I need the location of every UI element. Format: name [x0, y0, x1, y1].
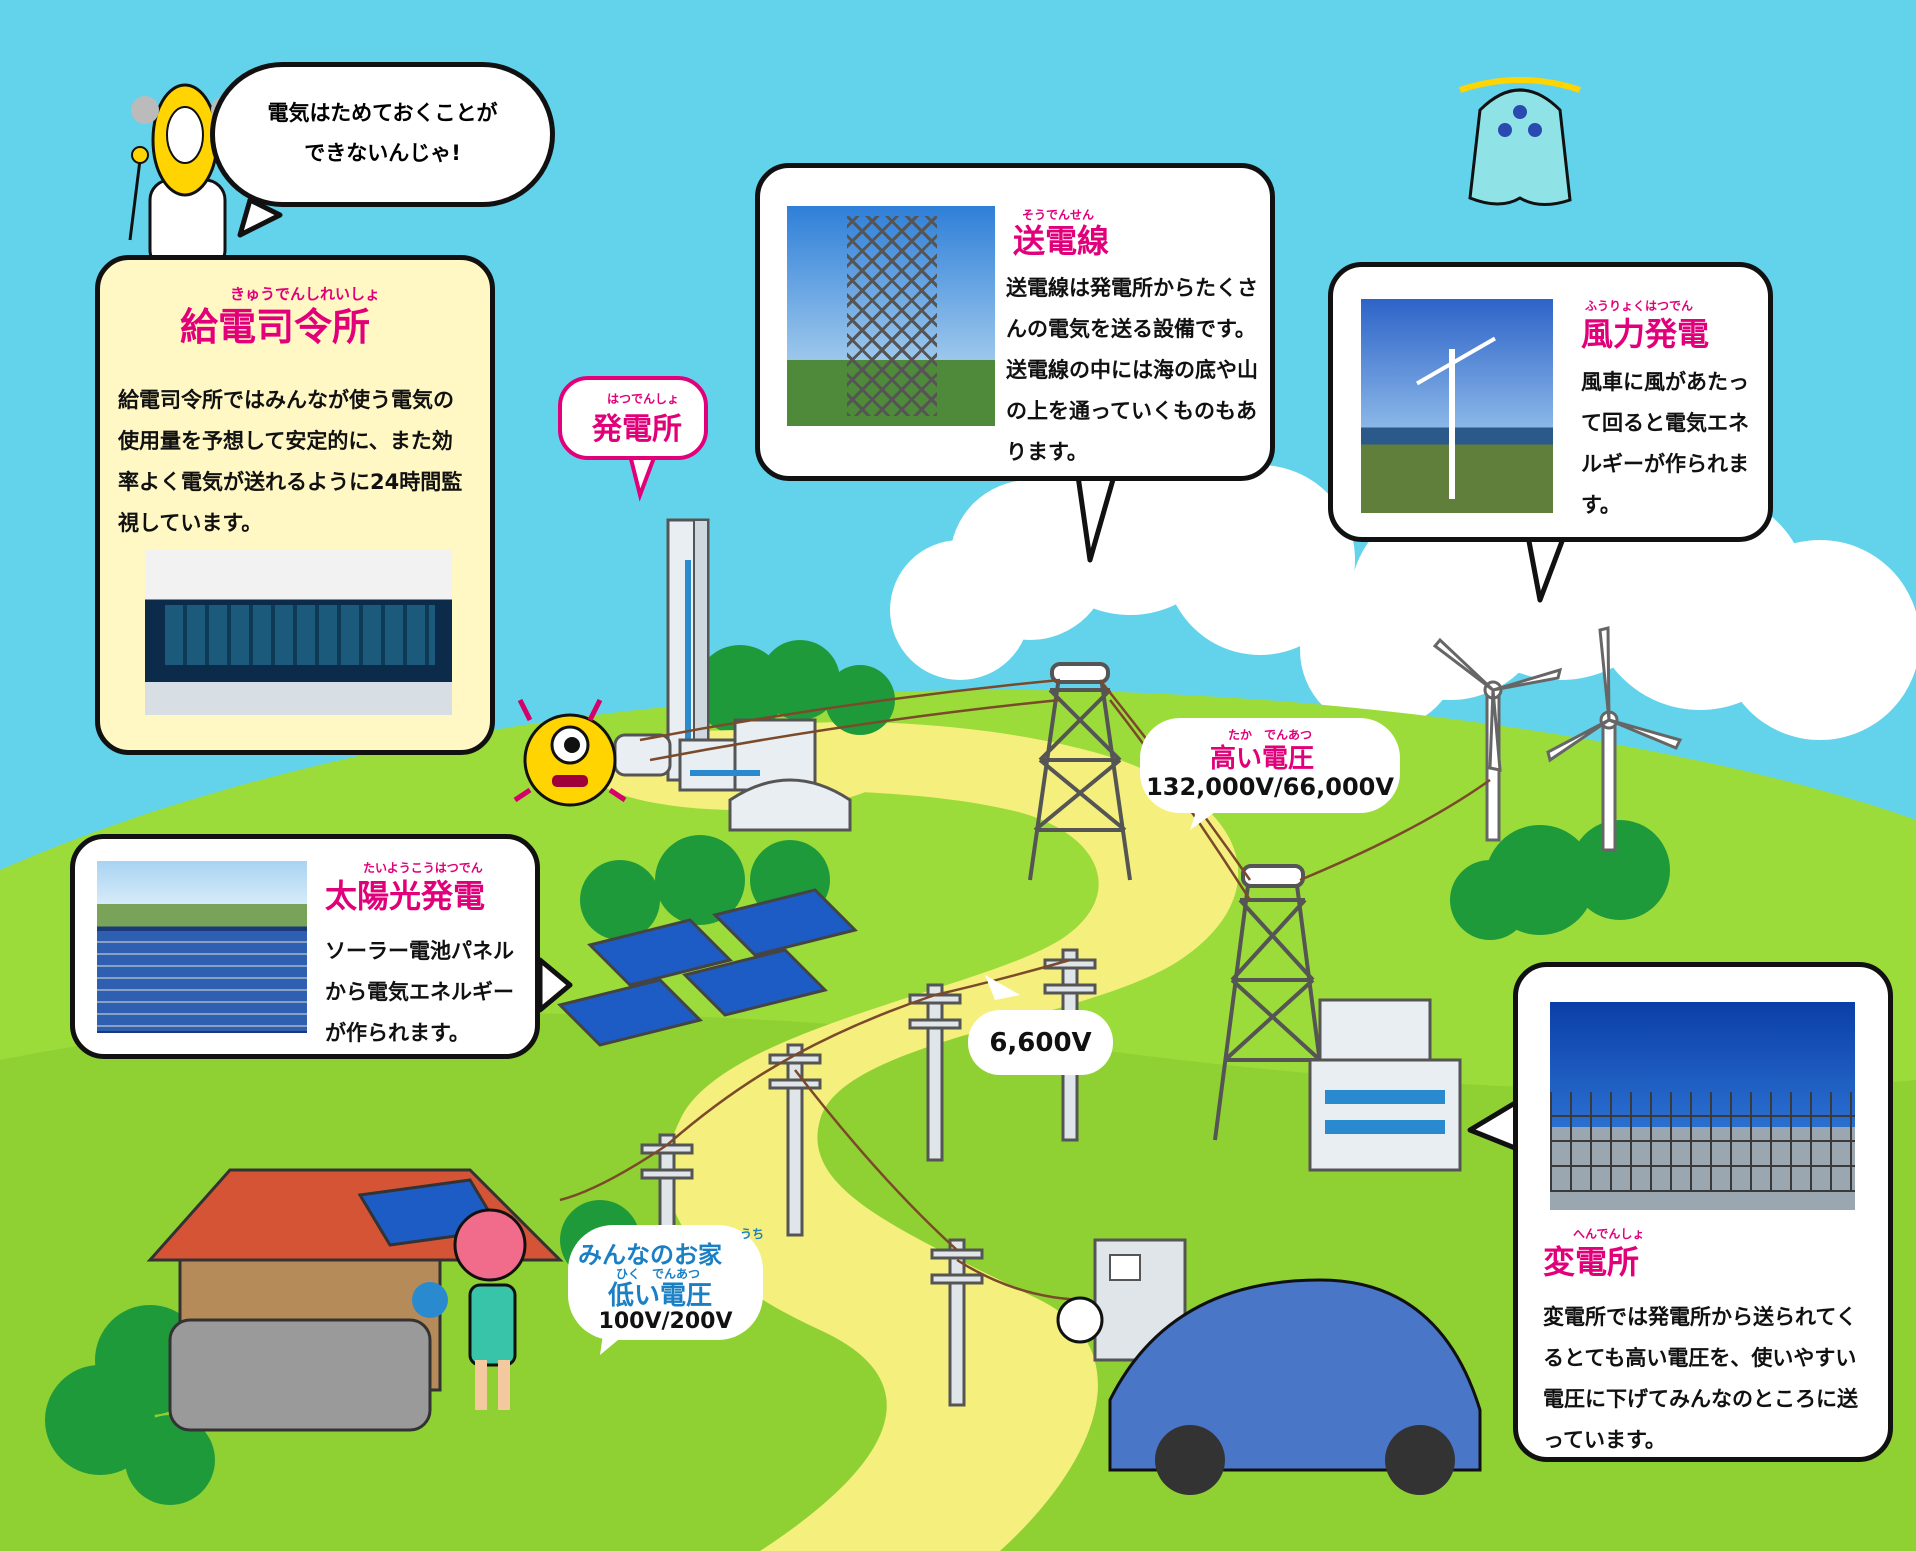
- substation-building: [1308, 998, 1462, 1172]
- furyoku-ruby: ふうりょくはつでん: [1585, 299, 1694, 313]
- soudensen-title: 送電線: [1013, 222, 1110, 260]
- kyuden-box: きゅうでんしれいしょ 給電司令所 給電司令所ではみんなが使う電気の使用量を予想し…: [95, 255, 495, 755]
- hatsudensho-label: はつでんしょ 発電所: [558, 376, 708, 460]
- hendensho-title: 変電所: [1543, 1243, 1640, 1281]
- taiyoko-box: たいようこうはつでん 太陽光発電 ソーラー電池パネルから電気エネルギーが作られま…: [70, 834, 540, 1059]
- hatsudensho-title: 発電所: [592, 412, 682, 447]
- control-room-photo: [145, 550, 452, 715]
- turbine-blade: [1416, 336, 1496, 386]
- power-plant: [590, 518, 890, 832]
- taiyoko-body: ソーラー電池パネルから電気エネルギーが作られます。: [325, 939, 514, 1045]
- speech-bubble: 電気はためておくことが できないんじゃ!: [210, 62, 555, 207]
- speech-line-1: 電気はためておくことが: [267, 101, 498, 125]
- high-voltage-title: 高い電圧: [1210, 744, 1315, 774]
- mid-voltage-label: 6,600V: [968, 1010, 1113, 1075]
- sun-mascot: [513, 698, 627, 807]
- home-ruby-low: ひく でんあつ: [616, 1267, 701, 1281]
- substation-photo: [1550, 1002, 1855, 1210]
- home-ruby-uchi: うち: [740, 1227, 765, 1241]
- hendensho-box: へんでんしょ 変電所 変電所では発電所から送られてくるとても高い電圧を、使いやす…: [1513, 962, 1893, 1462]
- transmission-towers: [1028, 662, 1332, 1141]
- hatsudensho-ruby: はつでんしょ: [607, 392, 680, 406]
- solar-farm-photo: [97, 861, 307, 1033]
- high-voltage-label: たか でんあつ 高い電圧 132,000V/66,000V: [1140, 718, 1400, 813]
- soudensen-ruby: そうでんせん: [1022, 208, 1095, 222]
- tower-silhouette: [847, 216, 937, 416]
- turbine-tower: [1449, 349, 1455, 499]
- monitor-wall: [165, 605, 435, 665]
- speech-line-2: できないんじゃ!: [304, 141, 461, 165]
- furyoku-body: 風車に風があたって回ると電気エネルギーが作られます。: [1581, 370, 1749, 517]
- kyuden-body: 給電司令所ではみんなが使う電気の使用量を予想して安定的に、また効率よく電気が送れ…: [118, 388, 463, 535]
- home-voltage-value: 100V/200V: [598, 1309, 733, 1334]
- hendensho-ruby: へんでんしょ: [1573, 1227, 1645, 1241]
- yellow-path: [610, 722, 1239, 1551]
- wind-turbine-photo: [1361, 299, 1553, 513]
- solar-rows: [97, 931, 307, 1031]
- ev-charger-and-car: [1056, 1238, 1482, 1495]
- kyuden-ruby: きゅうでんしれいしょ: [230, 285, 381, 303]
- transmission-tower-photo: [787, 206, 995, 426]
- home-subtitle: 低い電圧: [608, 1281, 713, 1311]
- home-title: みんなのお家: [578, 1241, 722, 1269]
- solar-panels: [557, 888, 858, 1047]
- taiyoko-title: 太陽光発電: [325, 877, 486, 915]
- high-voltage-ruby: たか でんあつ: [1228, 728, 1313, 742]
- furyoku-box: ふうりょくはつでん 風力発電 風車に風があたって回ると電気エネルギーが作られます…: [1328, 262, 1773, 542]
- mid-voltage-value: 6,600V: [989, 1028, 1092, 1058]
- high-voltage-value: 132,000V/66,000V: [1146, 773, 1394, 801]
- kyuden-title: 給電司令所: [180, 305, 371, 349]
- hendensho-body: 変電所では発電所から送られてくるとても高い電圧を、使いやすい電圧に下げてみんなの…: [1543, 1305, 1858, 1452]
- substation-structures: [1550, 1092, 1855, 1192]
- soudensen-box: そうでんせん 送電線 送電線は発電所からたくさんの電気を送る設備です。送電線の中…: [755, 163, 1275, 481]
- wind-turbines-scene: [1432, 626, 1683, 852]
- ghost-mascot: [1459, 77, 1581, 206]
- furyoku-title: 風力発電: [1581, 315, 1710, 353]
- girl-character: [453, 1208, 527, 1410]
- soudensen-body: 送電線は発電所からたくさんの電気を送る設備です。送電線の中には海の底や山の上を通…: [1006, 276, 1258, 464]
- home-label: うち みんなのお家 ひく でんあつ 低い電圧 100V/200V: [568, 1225, 765, 1340]
- taiyoko-ruby: たいようこうはつでん: [363, 861, 483, 875]
